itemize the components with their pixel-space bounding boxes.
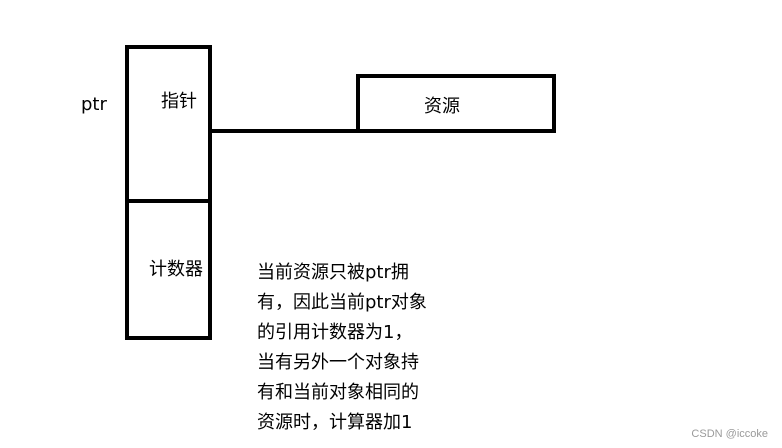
- description-line: 有，因此当前ptr对象: [257, 292, 427, 313]
- description-line: 当前资源只被ptr拥: [257, 262, 409, 283]
- resource-box: 资源: [356, 74, 556, 133]
- pointer-cell-label: 指针: [161, 91, 197, 112]
- description-line: 当有另外一个对象持: [257, 352, 419, 373]
- description-line: 的引用计数器为1，: [257, 322, 413, 343]
- resource-label: 资源: [424, 96, 460, 117]
- counter-cell-label: 计数器: [149, 259, 203, 280]
- counter-cell: 计数器: [125, 199, 212, 340]
- ptr-label: ptr: [81, 94, 107, 115]
- watermark: CSDN @iccoke: [691, 428, 768, 440]
- description-line: 资源时，计算器加1: [257, 412, 413, 433]
- pointer-connector-line: [210, 129, 360, 133]
- description-line: 有和当前对象相同的: [257, 382, 419, 403]
- pointer-cell: 指针: [125, 45, 212, 203]
- description-text: 当前资源只被ptr拥 有，因此当前ptr对象 的引用计数器为1， 当有另外一个对…: [257, 258, 427, 438]
